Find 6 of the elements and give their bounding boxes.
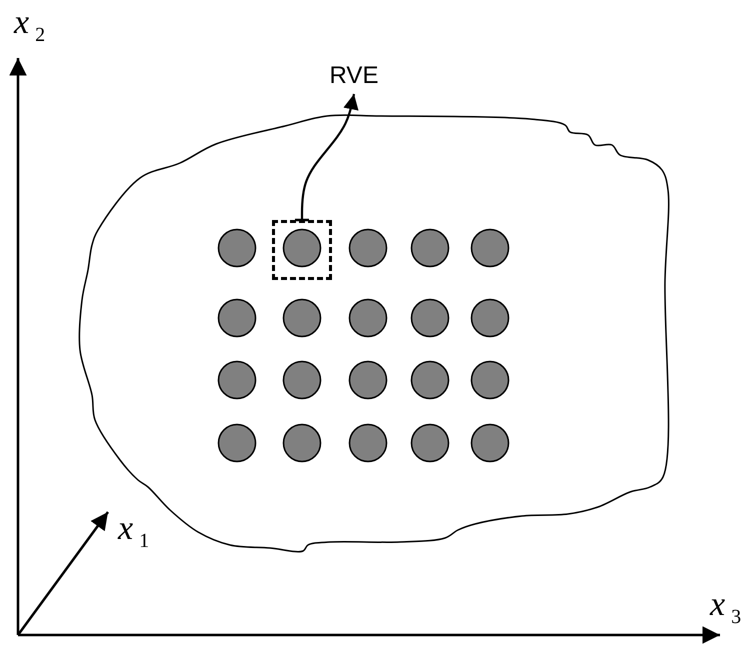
dashed-selection-box	[272, 220, 332, 280]
axis-label: x$_{2}$	[14, 6, 46, 45]
axis-label: x$_{1}$	[118, 512, 150, 551]
leader-arrow	[300, 94, 359, 220]
rve-label: RVE	[320, 60, 388, 92]
axis-label: x$_{3}$	[710, 588, 742, 627]
